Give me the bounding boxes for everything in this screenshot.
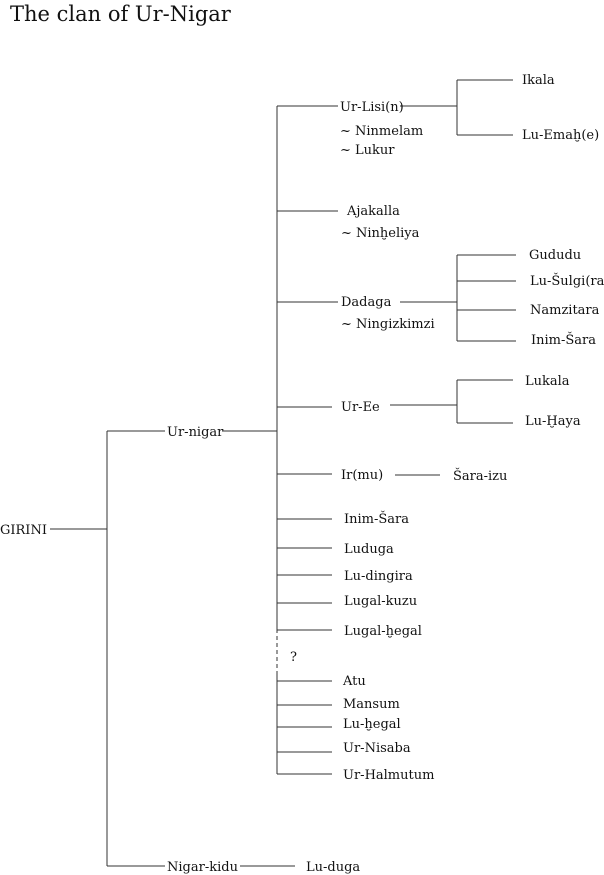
person-lu-sulgi: Lu-Šulgi(ra) [530,272,604,289]
person-luduga: Luduga [344,542,394,557]
person-inim-sara: Inim-Šara [344,510,409,527]
diagram-title: The clan of Ur-Nigar [10,2,231,26]
person-ajakalla: Ajakalla [346,204,400,219]
person-ur-nisaba: Ur-Nisaba [343,741,411,756]
person-lu-dingira: Lu-dingira [344,569,413,584]
person-ur-halmutum: Ur-Halmutum [343,768,434,783]
person-ikala: Ikala [522,73,555,88]
person-sara-izu: Šara-izu [453,467,507,484]
person-mansum: Mansum [343,697,400,712]
spouse-lukur: ~ Lukur [340,143,395,158]
uncertain-marker: ? [290,650,297,665]
person-inim-sara-2: Inim-Šara [531,331,596,348]
spouse-ninmelam: ~ Ninmelam [340,124,423,139]
person-lugal-hegal: Lugal-ḫegal [344,624,422,639]
person-gududu: Gududu [529,248,581,263]
person-namzitara: Namzitara [530,303,600,318]
person-lu-haya: Lu-Ḫaya [525,414,581,429]
person-nigar-kidu: Nigar-kidu [167,860,238,875]
person-lu-duga: Lu-duga [306,860,360,875]
person-lu-hegal: Lu-ḫegal [343,717,401,732]
root-label: GIRINI [0,523,47,538]
spouse-ninheliya: ~ Ninḫeliya [341,226,420,241]
person-ur-lisi: Ur-Lisi(n) [340,100,404,115]
person-lu-emah: Lu-Emaḫ(e) [522,128,599,143]
person-lukala: Lukala [525,374,570,389]
person-ur-ee: Ur-Ee [341,400,380,415]
tree-connectors [50,79,516,867]
person-dadaga: Dadaga [341,295,392,310]
person-ur-nigar: Ur-nigar [167,425,224,440]
spouse-ningizkimzi: ~ Ningizkimzi [341,317,435,332]
tree-labels: GIRINI Ur-nigar Nigar-kidu Lu-duga Ur-Li… [0,73,604,875]
person-lugal-kuzu: Lugal-kuzu [344,594,417,609]
person-atu: Atu [342,674,366,689]
person-irmu: Ir(mu) [341,468,383,483]
